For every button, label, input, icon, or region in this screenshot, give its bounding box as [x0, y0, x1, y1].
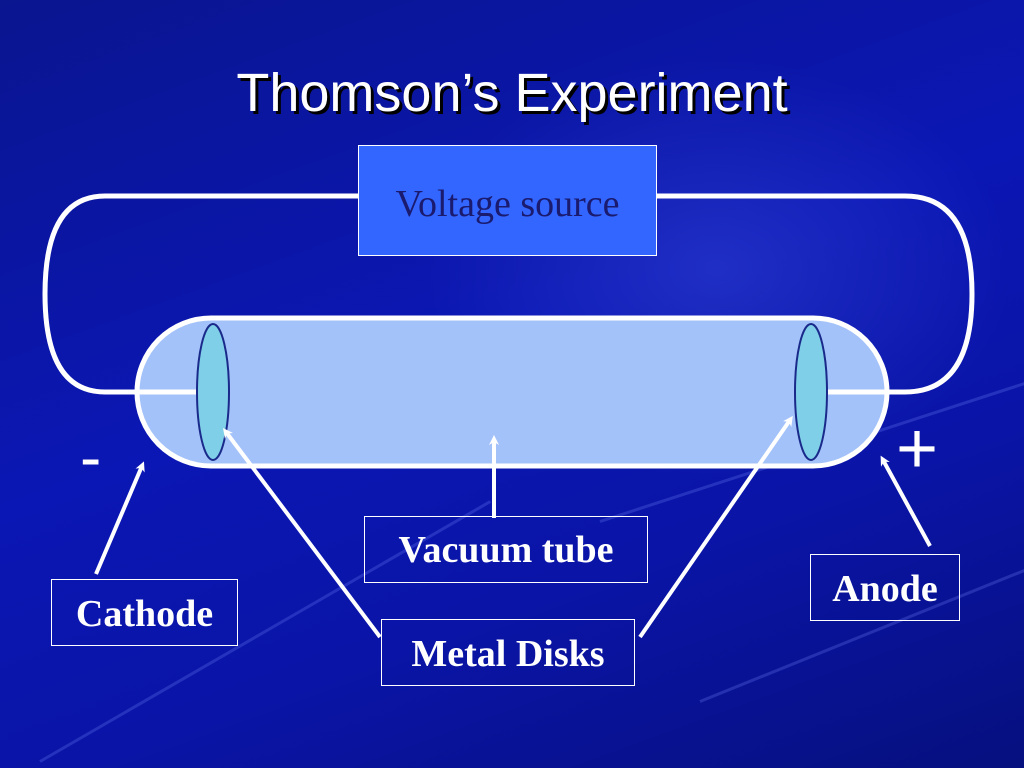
disk-arrow-left [222, 428, 382, 639]
cathode-metal-disk [196, 323, 230, 461]
disk-arrow-right [638, 415, 793, 639]
metal-disks-label-text: Metal Disks [411, 633, 605, 675]
cathode-label: Cathode [51, 579, 238, 646]
vacuum-tube-label-text: Vacuum tube [398, 529, 614, 571]
anode-metal-disk [794, 323, 828, 461]
vacuum-tube-label: Vacuum tube [364, 516, 648, 583]
cathode-arrow [94, 461, 145, 575]
negative-sign: - [80, 421, 102, 493]
anode-label: Anode [810, 554, 960, 621]
left-circuit-wire [42, 193, 358, 395]
positive-sign: + [896, 409, 939, 489]
right-circuit-wire [657, 193, 975, 395]
voltage-source-label: Voltage source [395, 183, 620, 225]
metal-disks-label: Metal Disks [381, 619, 635, 686]
voltage-source-box: Voltage source [358, 145, 657, 256]
page-title: Thomson’s Experiment [236, 63, 788, 123]
cathode-label-text: Cathode [75, 593, 214, 635]
anode-label-text: Anode [832, 568, 938, 610]
anode-arrow [880, 455, 932, 547]
